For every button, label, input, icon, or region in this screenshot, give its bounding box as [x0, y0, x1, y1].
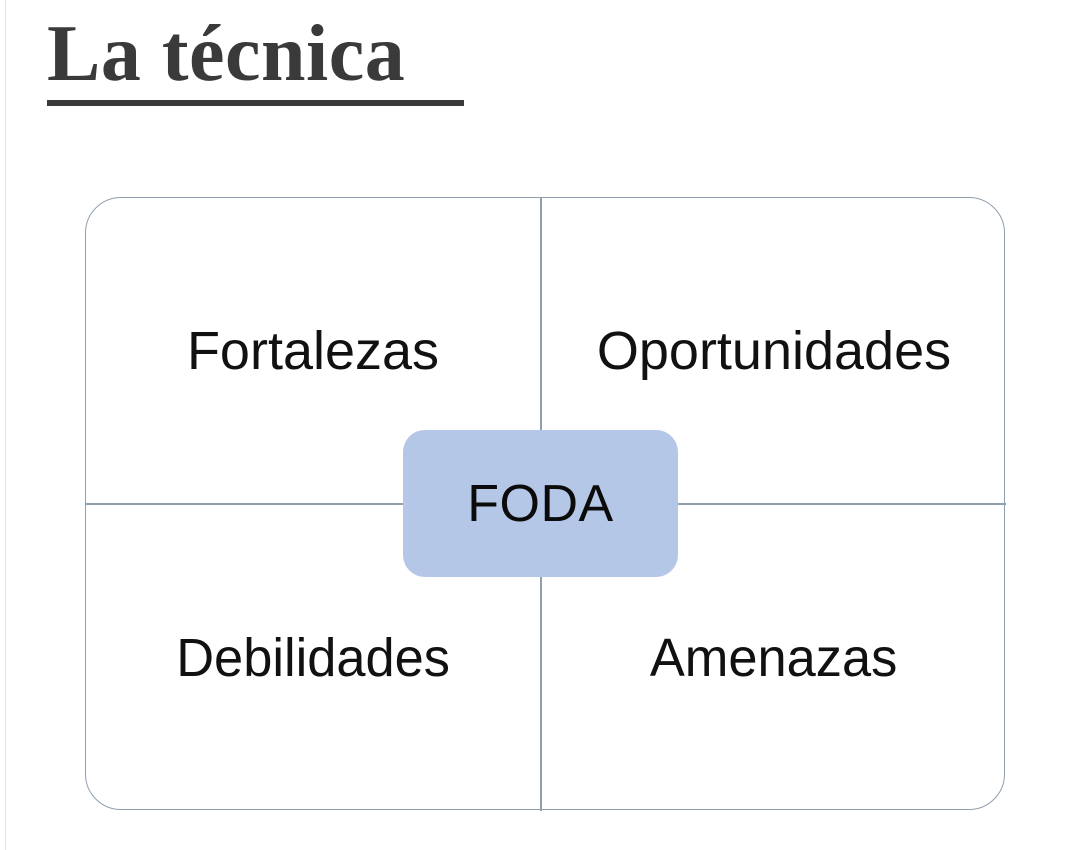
title-underline: [47, 100, 464, 106]
quadrant-label-fortalezas: Fortalezas: [186, 320, 440, 381]
quadrant-fortalezas[interactable]: Fortalezas: [86, 198, 540, 503]
quadrant-label-debilidades: Debilidades: [176, 628, 450, 688]
foda-center-label: FODA: [467, 474, 614, 533]
page-title: La técnica: [47, 10, 406, 98]
foda-center-chip[interactable]: FODA: [403, 430, 678, 577]
swot-matrix: Fortalezas Oportunidades Debilidades Ame…: [85, 197, 1006, 811]
quadrant-oportunidades[interactable]: Oportunidades: [542, 198, 1006, 503]
page-edge-line: [5, 0, 6, 850]
quadrant-label-amenazas: Amenazas: [650, 628, 898, 688]
quadrant-amenazas[interactable]: Amenazas: [542, 505, 1006, 811]
quadrant-debilidades[interactable]: Debilidades: [86, 505, 540, 811]
title-block: La técnica: [47, 10, 847, 106]
quadrant-label-oportunidades: Oportunidades: [596, 320, 952, 381]
